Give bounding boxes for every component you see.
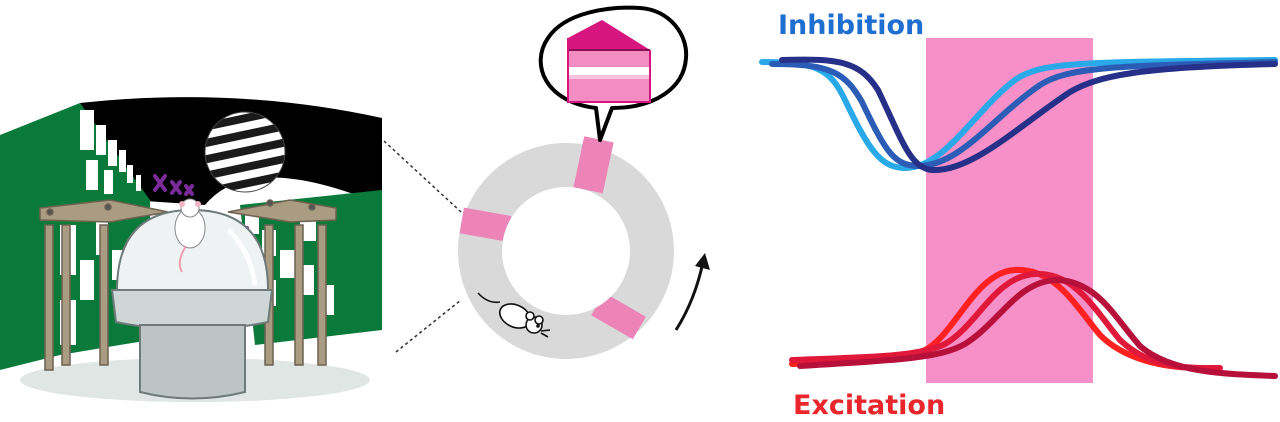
vr-rig xyxy=(0,97,382,402)
circular-track xyxy=(458,5,710,359)
excitation-label: Excitation xyxy=(793,390,945,421)
direction-arrow-icon xyxy=(674,253,710,331)
speech-bubble xyxy=(538,5,689,142)
zoom-connectors xyxy=(383,140,462,353)
inhibition-label: Inhibition xyxy=(778,10,924,41)
excitation-traces xyxy=(789,266,1278,379)
inhibition-trace-3 xyxy=(779,56,1278,174)
rig-frame xyxy=(39,199,337,371)
cake-icon xyxy=(567,20,651,103)
inhibition-traces xyxy=(759,56,1278,174)
activity-traces: Inhibition Excitation xyxy=(759,10,1278,421)
inhibition-trace-2 xyxy=(769,59,1278,170)
excitation-trace-3 xyxy=(797,276,1278,379)
reward-zone xyxy=(926,38,1093,383)
mouse-icon xyxy=(477,292,551,338)
inhibition-trace-1 xyxy=(759,57,1278,172)
rat xyxy=(174,198,206,273)
excitation-trace-2 xyxy=(789,270,1223,371)
